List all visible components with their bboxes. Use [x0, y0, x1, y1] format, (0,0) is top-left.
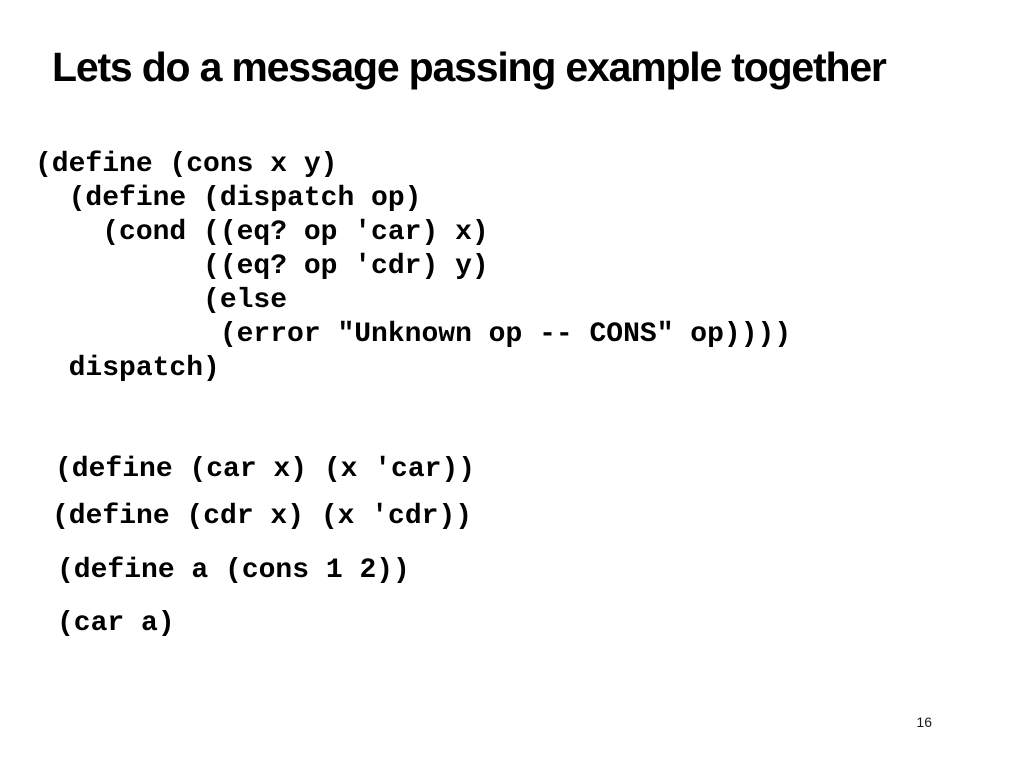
- code-line: (define (dispatch op): [35, 183, 422, 214]
- code-line: ((eq? op 'cdr) y): [35, 251, 489, 282]
- code-line: (define (cons x y): [35, 149, 338, 180]
- code-line-a-definition: (define a (cons 1 2)): [57, 554, 410, 588]
- code-line: dispatch): [35, 353, 220, 384]
- code-line: (error "Unknown op -- CONS" op)))): [35, 319, 792, 350]
- code-block-cons-definition: (define (cons x y) (define (dispatch op)…: [35, 148, 791, 386]
- code-line-car-definition: (define (car x) (x 'car)): [55, 453, 475, 487]
- code-line: (define (car x) (x 'car)): [55, 454, 476, 485]
- page-number: 16: [916, 714, 932, 730]
- code-line-car-call: (car a): [57, 607, 175, 641]
- code-line: (define (cdr x) (x 'cdr)): [52, 501, 473, 532]
- code-line: (car a): [57, 608, 175, 639]
- code-line: (cond ((eq? op 'car) x): [35, 217, 489, 248]
- slide-title: Lets do a message passing example togeth…: [52, 44, 887, 90]
- code-line: (else: [35, 285, 288, 316]
- code-line: (define a (cons 1 2)): [57, 555, 410, 586]
- code-line-cdr-definition: (define (cdr x) (x 'cdr)): [52, 500, 472, 534]
